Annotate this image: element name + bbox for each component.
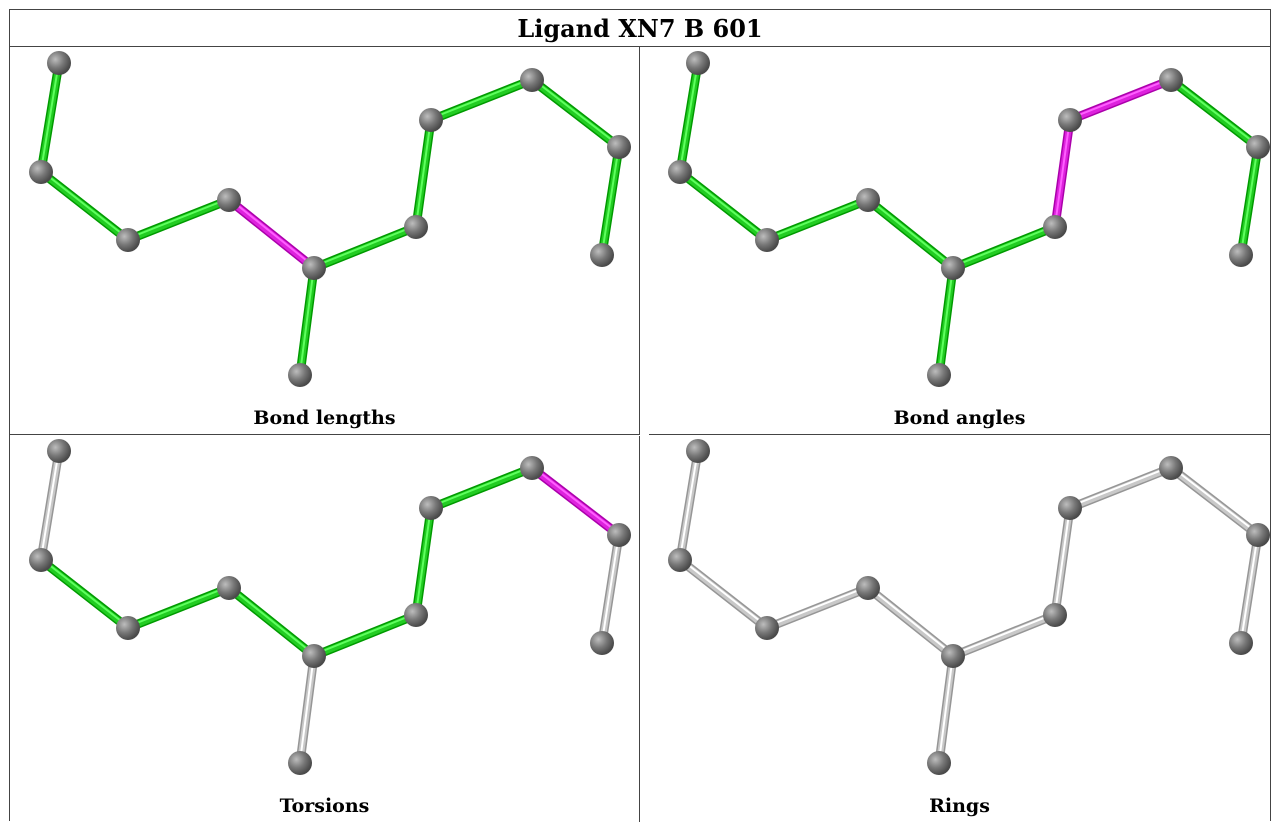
bond-1-2 [36,555,133,633]
bond-4-6 [948,610,1060,661]
bond-0-1 [675,58,703,177]
bond-3-4 [224,583,319,661]
caption-torsions: Torsions [279,795,370,817]
atom-3 [856,188,880,212]
bond-9-10 [1236,142,1263,260]
bond-8-9 [527,463,624,540]
caption-bond-lengths: Bond lengths [253,407,396,429]
ligand-title: Ligand XN7 B 601 [10,10,1270,47]
atom-5 [927,363,951,387]
atom-7 [419,108,443,132]
atom-4 [302,644,326,668]
atom-6 [404,603,428,627]
bond-7-8 [1065,463,1176,513]
bond-3-4 [863,195,958,273]
atom-0 [47,439,71,463]
atom-2 [116,228,140,252]
bond-7-8 [426,463,537,513]
atom-9 [607,135,631,159]
atom-3 [217,188,241,212]
atom-1 [29,160,53,184]
atom-0 [47,51,71,75]
atom-10 [590,243,614,267]
atom-6 [404,215,428,239]
bond-2-3 [123,195,234,245]
bond-0-1 [36,58,64,177]
bond-4-5 [295,263,319,380]
bond-9-10 [597,142,624,260]
bond-1-2 [675,555,772,633]
bond-0-1 [36,446,64,565]
molecule-bond-lengths [29,51,631,387]
bond-9-10 [597,530,624,648]
bond-6-7 [411,115,436,232]
atom-8 [520,68,544,92]
atom-8 [1159,456,1183,480]
atom-7 [419,496,443,520]
bond-0-1 [675,446,703,565]
bond-6-7 [1050,115,1075,232]
atom-3 [856,576,880,600]
bond-2-3 [762,583,873,633]
bond-8-9 [1166,75,1263,152]
atom-10 [590,631,614,655]
bond-8-9 [1166,463,1263,540]
bond-3-4 [863,583,958,661]
atom-9 [607,523,631,547]
atom-7 [1058,496,1082,520]
bond-6-7 [411,503,436,620]
atom-8 [1159,68,1183,92]
bond-7-8 [1065,75,1176,125]
atom-2 [755,616,779,640]
atom-0 [686,51,710,75]
atom-6 [1043,215,1067,239]
atom-3 [217,576,241,600]
molecule-torsions [29,439,631,775]
atom-5 [288,751,312,775]
atom-10 [1229,243,1253,267]
bond-2-3 [762,195,873,245]
atom-4 [302,256,326,280]
atom-2 [755,228,779,252]
bond-8-9 [527,75,624,152]
atom-5 [288,363,312,387]
molecule-rings [668,439,1270,775]
bond-4-5 [934,263,958,380]
atom-1 [29,548,53,572]
atom-1 [668,160,692,184]
atom-9 [1246,135,1270,159]
bond-4-6 [309,222,421,273]
bond-3-4 [224,195,319,273]
atom-4 [941,644,965,668]
panel-bond-angles: Bond angles [649,47,1270,435]
bond-4-5 [295,651,319,768]
atom-0 [686,439,710,463]
bond-1-2 [675,167,772,245]
molecule-bond-angles [668,51,1270,387]
atom-10 [1229,631,1253,655]
bond-4-6 [309,610,421,661]
panel-rings: Rings [649,436,1270,822]
bond-7-8 [426,75,537,125]
panel-torsions: Torsions [10,436,640,822]
panel-bond-lengths: Bond lengths [10,47,640,435]
bond-6-7 [1050,503,1075,620]
atom-4 [941,256,965,280]
bond-9-10 [1236,530,1263,648]
caption-rings: Rings [929,795,990,817]
atom-1 [668,548,692,572]
atom-8 [520,456,544,480]
bond-1-2 [36,167,133,245]
caption-bond-angles: Bond angles [893,407,1026,429]
atom-2 [116,616,140,640]
bond-4-6 [948,222,1060,273]
atom-6 [1043,603,1067,627]
validation-table: Ligand XN7 B 601 Bond lengths Bond angle… [9,9,1271,822]
bond-4-5 [934,651,958,768]
atom-5 [927,751,951,775]
atom-9 [1246,523,1270,547]
bond-2-3 [123,583,234,633]
atom-7 [1058,108,1082,132]
